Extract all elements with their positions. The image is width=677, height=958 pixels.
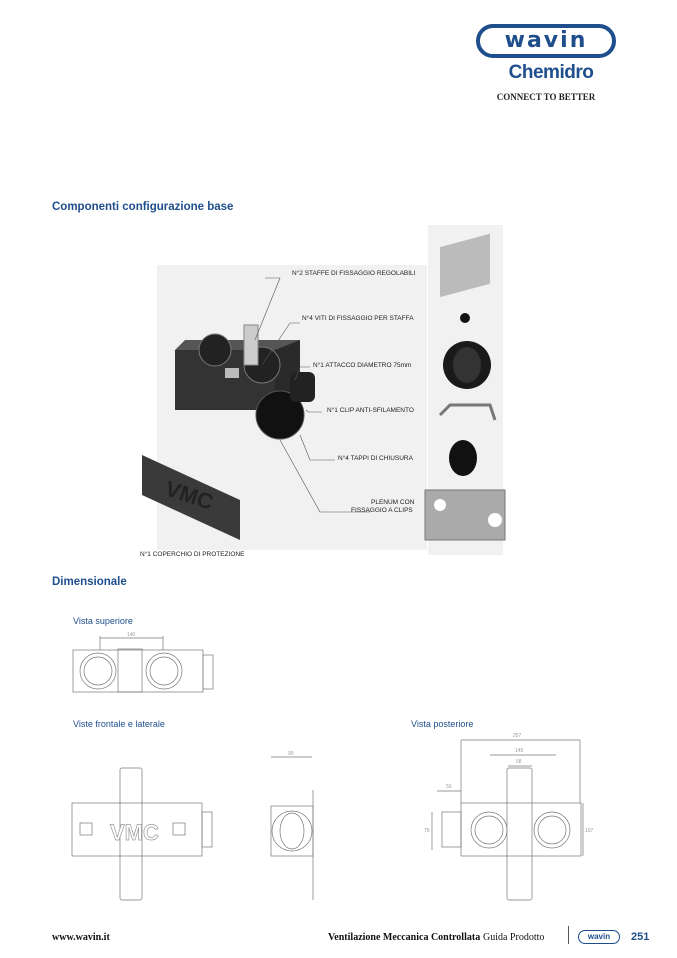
footer-wavin-logo: wavin (578, 930, 620, 944)
footer-doc: Ventilazione Meccanica Controllata Guida… (328, 932, 544, 943)
front-view-title: Viste frontale e laterale (73, 719, 165, 729)
front-vmc-text: VMC (110, 820, 159, 845)
dim-75: 75 (424, 828, 430, 834)
label-attacco: N°1 ATTACCO DIAMETRO 75mm (313, 362, 412, 369)
label-plenum-2: FISSAGGIO A CLIPS (351, 507, 413, 514)
dim-58: 58 (516, 759, 522, 765)
label-clip: N°1 CLIP ANTI-SFILAMENTO (327, 407, 414, 414)
dim-140: 140 (127, 632, 136, 638)
footer-doc-subtitle: Guida Prodotto (482, 932, 545, 943)
label-tappi: N°4 TAPPI DI CHIUSURA (338, 455, 413, 462)
dim-90: 90 (288, 751, 294, 757)
dim-107: 107 (585, 828, 594, 834)
wavin-logo: wavin (476, 24, 616, 58)
footer-doc-title: Ventilazione Meccanica Controllata (328, 932, 481, 943)
page-number: 251 (631, 931, 650, 943)
label-coperchio: N°1 COPERCHIO DI PROTEZIONE (140, 551, 245, 558)
footer-divider (568, 926, 569, 944)
dim-145: 145 (515, 748, 524, 754)
chemidro-logo: Chemidro (508, 62, 594, 83)
label-staffe: N°2 STAFFE DI FISSAGGIO REGOLABILI (292, 270, 416, 277)
components-heading: Componenti configurazione base (52, 201, 234, 213)
label-plenum: PLENUM CON (371, 499, 415, 506)
footer-url[interactable]: www.wavin.it (52, 932, 110, 943)
top-view-title: Vista superiore (73, 616, 133, 626)
rear-view-title: Vista posteriore (411, 719, 474, 729)
tagline: CONNECT TO BETTER (496, 92, 596, 102)
dim-257: 257 (513, 733, 522, 739)
dimensional-heading: Dimensionale (52, 576, 127, 588)
dim-50: 50 (446, 784, 452, 790)
label-viti: N°4 VITI DI FISSAGGIO PER STAFFA (302, 315, 414, 322)
